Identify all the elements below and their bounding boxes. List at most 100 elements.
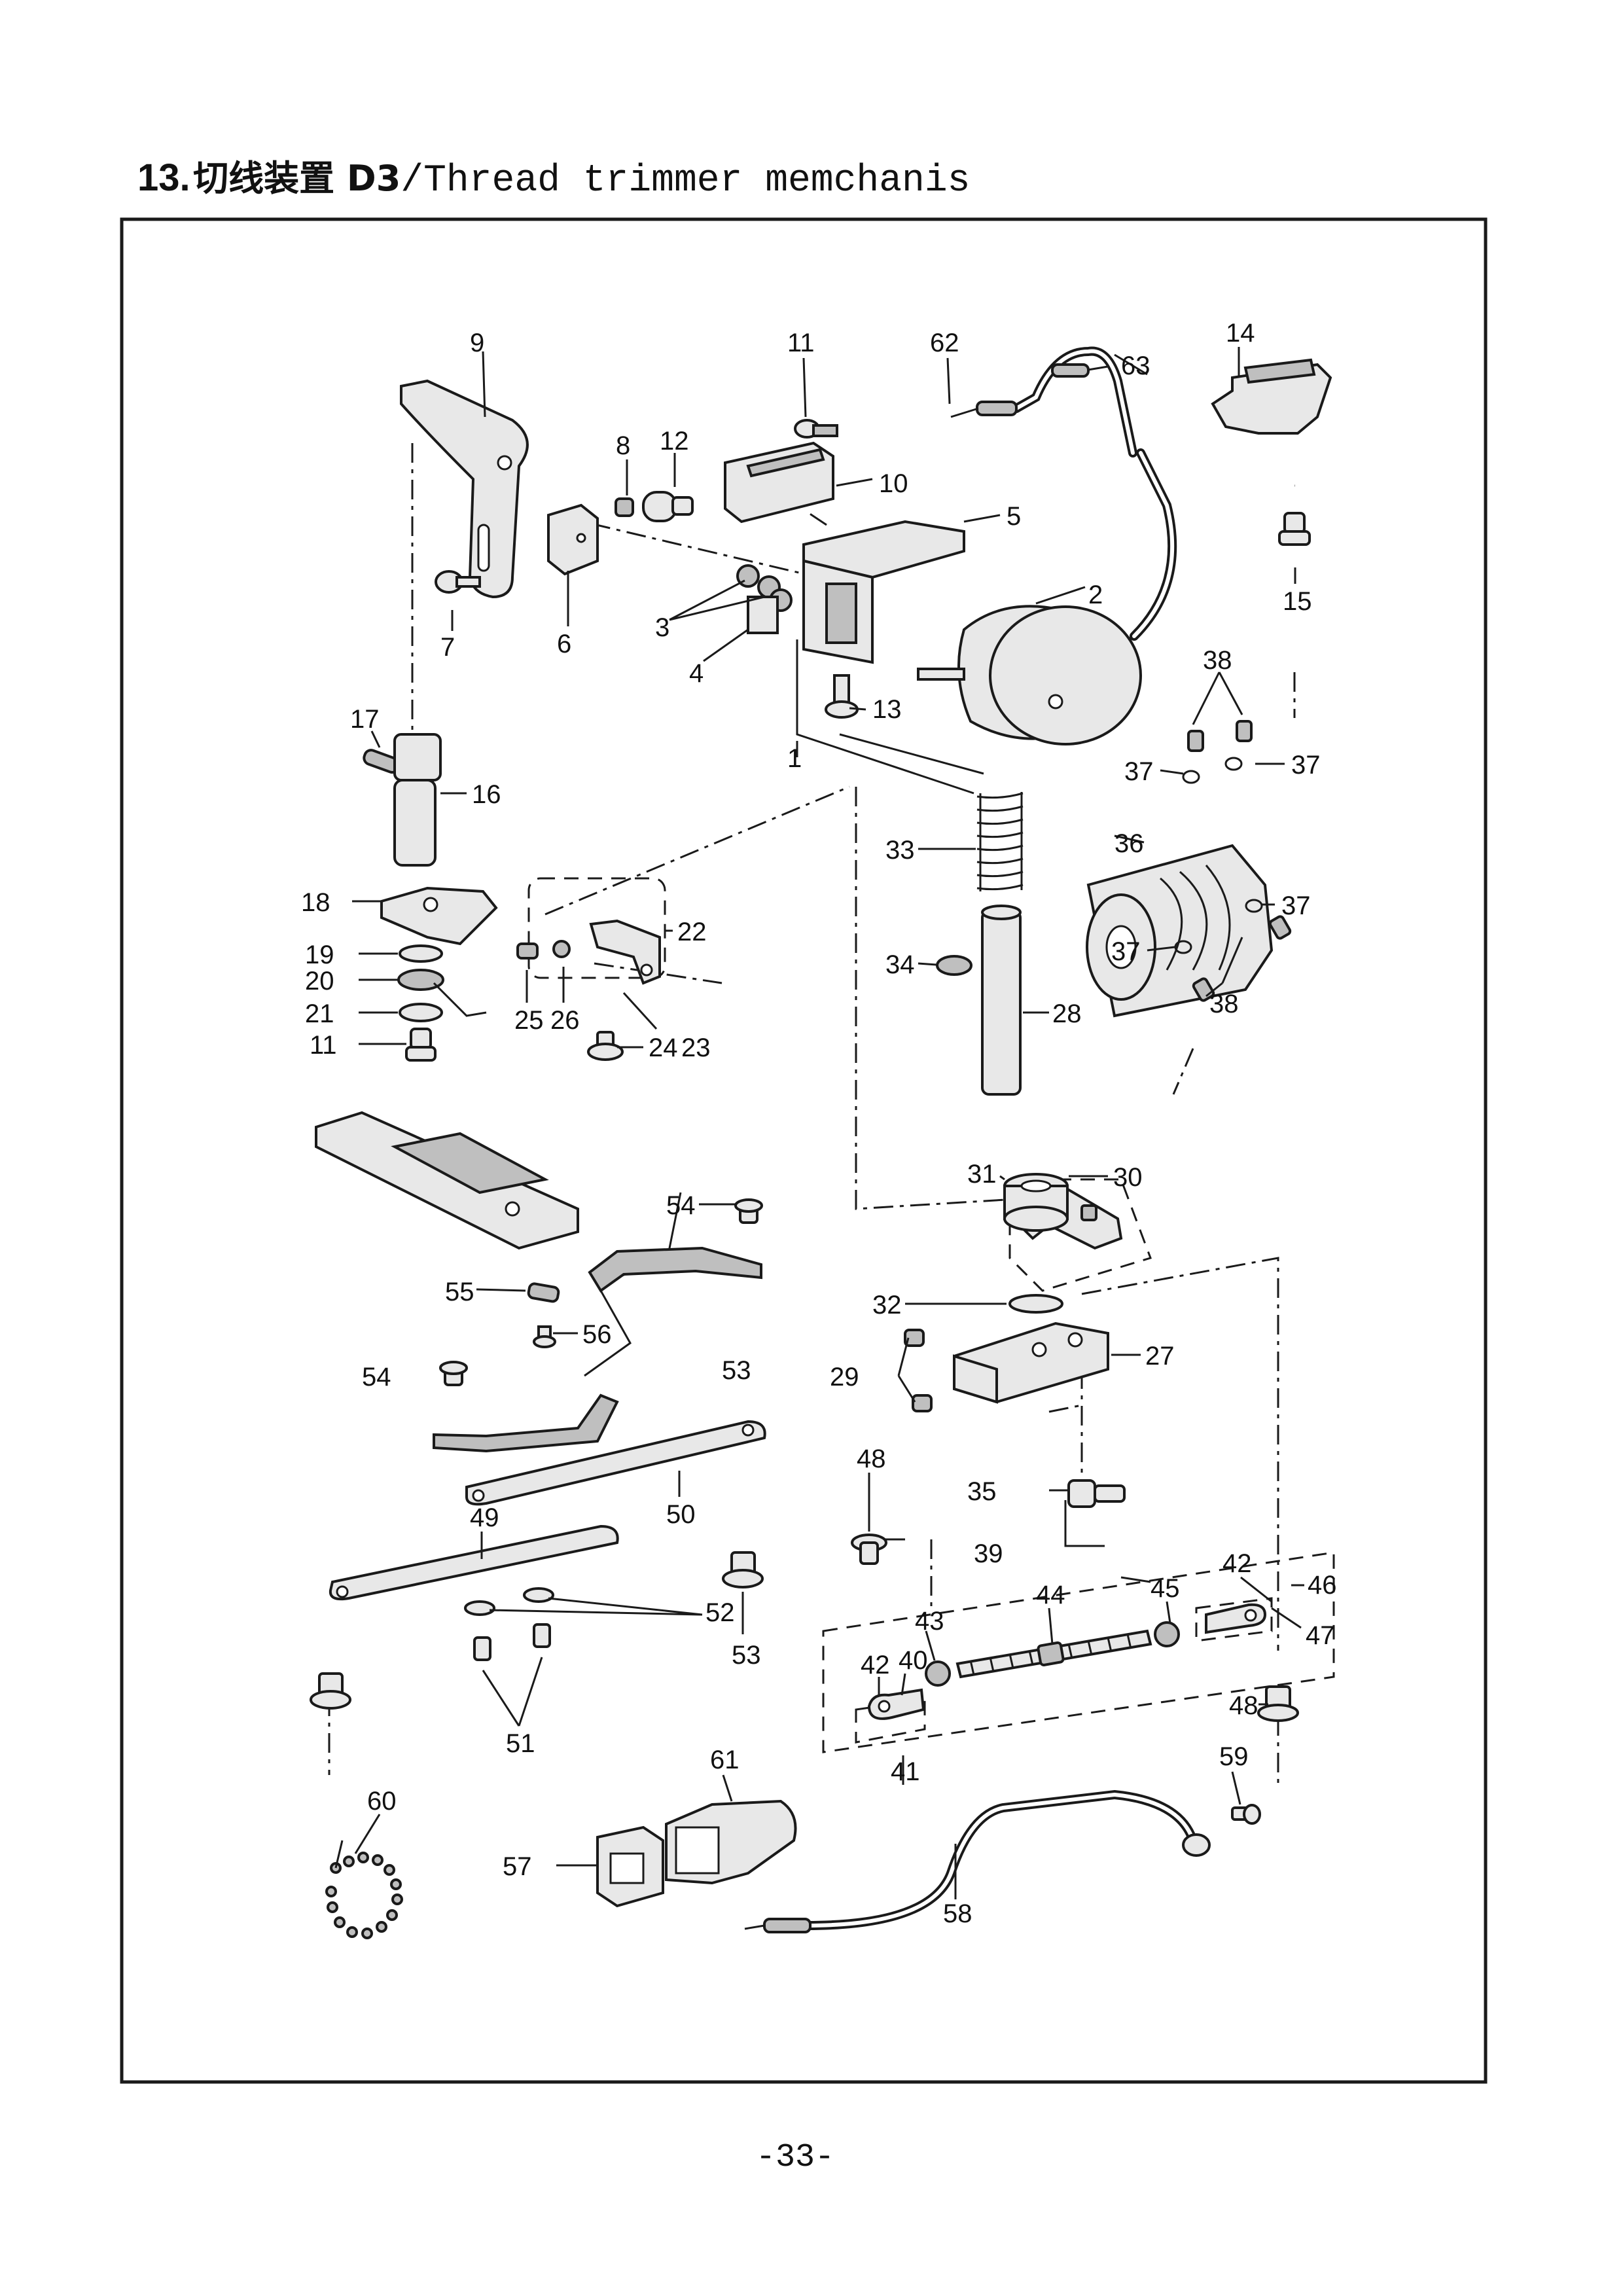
callout: 62	[930, 329, 959, 357]
callout: 16	[472, 780, 501, 809]
exploded-parts-diagram: 9 11 62 63 14 8 12 10 5 2 15 7 6 3 4 13 …	[120, 217, 1488, 2084]
callout: 46	[1308, 1571, 1337, 1600]
callout: 54	[362, 1363, 391, 1391]
callout: 26	[550, 1006, 580, 1035]
callout: 37	[1281, 891, 1311, 920]
callout: 33	[885, 836, 915, 865]
callout: 22	[677, 918, 707, 946]
part-10-bracket	[724, 441, 834, 524]
callout: 13	[872, 695, 902, 724]
part-2-solenoid	[917, 605, 1142, 745]
part-33-spring	[976, 792, 1024, 891]
part-57-connector	[596, 1825, 664, 1908]
callout: 45	[1150, 1574, 1180, 1603]
callout: 42	[1222, 1549, 1252, 1578]
page-title: 13. 切线装置 D3/Thread trimmer memchanis	[137, 149, 970, 208]
callout: 36	[1115, 829, 1144, 858]
part-52-washer-b	[523, 1587, 554, 1603]
part-60-chain	[325, 1840, 403, 1939]
callout: 32	[872, 1291, 902, 1319]
part-48-screw-top	[851, 1534, 887, 1565]
part-14-bracket	[1211, 358, 1332, 435]
part-5-bracket-plate	[802, 520, 965, 664]
part-21-washer	[399, 1003, 443, 1022]
callout: 38	[1209, 990, 1239, 1018]
callout: 57	[503, 1852, 532, 1881]
label-ticks	[352, 347, 1304, 1899]
part-12-pin	[642, 491, 694, 522]
section-title-cn: 切线装置 D3	[193, 158, 401, 199]
callout: 29	[830, 1363, 859, 1391]
callout: 38	[1203, 646, 1232, 675]
section-title-en: /Thread trimmer memchanis	[401, 160, 971, 202]
callout: 58	[943, 1899, 972, 1928]
callout: 28	[1052, 999, 1082, 1028]
group-boxes	[527, 877, 1335, 1753]
callout: 44	[1036, 1581, 1065, 1609]
callout: 30	[1113, 1163, 1143, 1192]
callout: 51	[506, 1729, 535, 1758]
frame-border	[120, 217, 1488, 2084]
callout: 55	[445, 1278, 474, 1306]
part-8-set-screw	[615, 497, 634, 517]
part-19-washer	[399, 944, 443, 963]
part-61-connector-housing	[665, 1799, 797, 1885]
part-22-throat-plate	[315, 1111, 579, 1250]
part-29-screw-b	[912, 1394, 933, 1412]
callout: 24	[649, 1033, 678, 1062]
part-24-screw	[587, 1031, 624, 1061]
part-59-screw	[1231, 1804, 1261, 1825]
part-58-ground-wire	[744, 1789, 1211, 1933]
part-16-shaft	[393, 733, 442, 867]
callout: 2	[1088, 581, 1103, 609]
callout: 3	[655, 613, 669, 642]
callout: 21	[305, 999, 334, 1028]
part-26-nut	[552, 940, 571, 958]
part-11-screw	[794, 419, 838, 439]
page-number: -33-	[756, 2139, 835, 2176]
callout: 34	[885, 950, 915, 979]
part-15-screw	[1278, 512, 1311, 546]
callout: 7	[440, 633, 455, 662]
callout: 15	[1283, 587, 1312, 616]
part-49-link	[329, 1524, 619, 1601]
part-13-screw	[825, 674, 859, 719]
callout: 4	[689, 659, 704, 688]
callout: 47	[1306, 1621, 1335, 1650]
callout: 37	[1291, 751, 1321, 780]
callout: 37	[1111, 937, 1141, 966]
part-23-lever	[589, 919, 661, 985]
callout: 31	[967, 1160, 997, 1189]
callout: 41	[891, 1757, 920, 1786]
callout: 11	[787, 329, 815, 357]
part-53-knives	[433, 1246, 762, 1453]
part-25-screw	[516, 942, 539, 960]
part-52-washer-a	[464, 1600, 495, 1616]
callout: 53	[722, 1356, 751, 1385]
callout: 5	[1007, 502, 1021, 531]
part-36-cam	[1086, 844, 1274, 1018]
part-9-lever	[400, 379, 529, 599]
part-31-collar	[1003, 1173, 1069, 1232]
callout: 50	[666, 1500, 696, 1529]
callout: 61	[710, 1746, 740, 1774]
callout: 39	[974, 1539, 1003, 1568]
callout: 48	[1229, 1691, 1258, 1720]
part-46-rod-end	[1205, 1603, 1267, 1634]
part-4-plate	[747, 596, 779, 634]
callout: 54	[666, 1191, 696, 1220]
diagram-frame: 9 11 62 63 14 8 12 10 5 2 15 7 6 3 4 13 …	[120, 217, 1488, 2084]
part-54-screw-lower	[439, 1361, 468, 1386]
part-7-screw	[435, 570, 481, 594]
part-50-link	[465, 1420, 766, 1506]
callout: 52	[705, 1598, 735, 1627]
callout: 10	[879, 469, 908, 498]
callout: 6	[557, 630, 571, 658]
part-27-block	[953, 1321, 1109, 1404]
callout: 9	[470, 329, 484, 357]
callout: 27	[1145, 1342, 1175, 1371]
callout: 48	[857, 1444, 886, 1473]
section-number: 13.	[137, 156, 190, 199]
part-38-set-screws	[1187, 720, 1292, 1002]
part-48-screw-bottom	[1257, 1685, 1299, 1722]
